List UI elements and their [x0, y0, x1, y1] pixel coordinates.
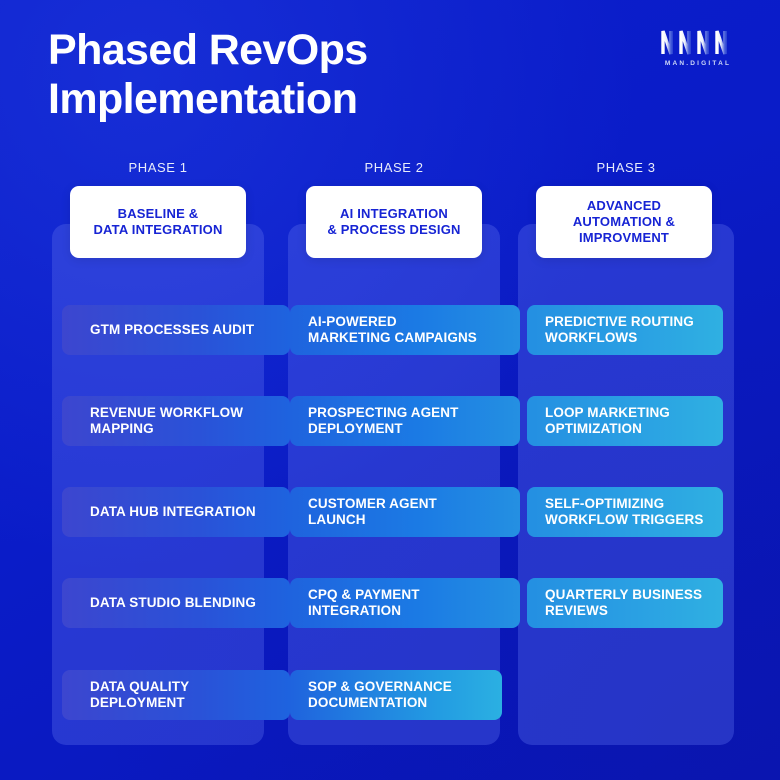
step-label: LOOP MARKETING OPTIMIZATION	[545, 405, 670, 436]
step-bar-p3-s2[interactable]: LOOP MARKETING OPTIMIZATION	[527, 396, 723, 446]
man-digital-zigzag-mark	[661, 30, 727, 55]
page-title: Phased RevOps Implementation	[48, 26, 368, 123]
step-bar-p1-s2[interactable]: REVENUE WORKFLOW MAPPING	[62, 396, 290, 446]
step-label: DATA QUALITY DEPLOYMENT	[90, 679, 190, 710]
step-bar-p3-s4[interactable]: QUARTERLY BUSINESS REVIEWS	[527, 578, 723, 628]
column-panel-phase-2	[288, 224, 500, 745]
logo-wordmark: MAN.DIGITAL	[664, 60, 732, 67]
step-label: REVENUE WORKFLOW MAPPING	[90, 405, 244, 436]
brand-logo: MAN.DIGITAL	[656, 28, 740, 74]
step-bar-p2-s4[interactable]: CPQ & PAYMENT INTEGRATION	[290, 578, 520, 628]
step-label: AI-POWERED MARKETING CAMPAIGNS	[308, 314, 477, 345]
step-bar-p2-s5[interactable]: SOP & GOVERNANCE DOCUMENTATION	[290, 670, 502, 720]
step-bar-p1-s5[interactable]: DATA QUALITY DEPLOYMENT	[62, 670, 290, 720]
step-bar-p2-s2[interactable]: PROSPECTING AGENT DEPLOYMENT	[290, 396, 520, 446]
step-bar-p2-s1[interactable]: AI-POWERED MARKETING CAMPAIGNS	[290, 305, 520, 355]
header: Phased RevOps Implementation MAN.	[0, 0, 780, 140]
step-bar-p1-s1[interactable]: GTM PROCESSES AUDIT	[62, 305, 290, 355]
step-label: DATA HUB INTEGRATION	[90, 504, 256, 519]
step-label: CPQ & PAYMENT INTEGRATION	[308, 587, 420, 618]
phase-card-2[interactable]: AI INTEGRATION & PROCESS DESIGN	[306, 186, 482, 258]
step-bar-p1-s4[interactable]: DATA STUDIO BLENDING	[62, 578, 290, 628]
step-label: GTM PROCESSES AUDIT	[90, 322, 255, 337]
phase-label-3: PHASE 3	[596, 160, 656, 175]
column-panel-phase-3	[518, 224, 734, 745]
step-label: CUSTOMER AGENT LAUNCH	[308, 496, 437, 527]
step-label: DATA STUDIO BLENDING	[90, 595, 256, 610]
step-label: QUARTERLY BUSINESS REVIEWS	[545, 587, 703, 618]
step-bar-p2-s3[interactable]: CUSTOMER AGENT LAUNCH	[290, 487, 520, 537]
step-label: SOP & GOVERNANCE DOCUMENTATION	[308, 679, 452, 710]
column-panel-phase-1	[52, 224, 264, 745]
phase-card-3[interactable]: ADVANCED AUTOMATION & IMPROVMENT	[536, 186, 712, 258]
step-bar-p3-s3[interactable]: SELF-OPTIMIZING WORKFLOW TRIGGERS	[527, 487, 723, 537]
step-label: PREDICTIVE ROUTING WORKFLOWS	[545, 314, 694, 345]
step-label: PROSPECTING AGENT DEPLOYMENT	[308, 405, 459, 436]
phase-label-1: PHASE 1	[128, 160, 188, 175]
phase-label-2: PHASE 2	[364, 160, 424, 175]
step-label: SELF-OPTIMIZING WORKFLOW TRIGGERS	[545, 496, 704, 527]
phase-card-1[interactable]: BASELINE & DATA INTEGRATION	[70, 186, 246, 258]
step-bar-p1-s3[interactable]: DATA HUB INTEGRATION	[62, 487, 290, 537]
step-bar-p3-s1[interactable]: PREDICTIVE ROUTING WORKFLOWS	[527, 305, 723, 355]
